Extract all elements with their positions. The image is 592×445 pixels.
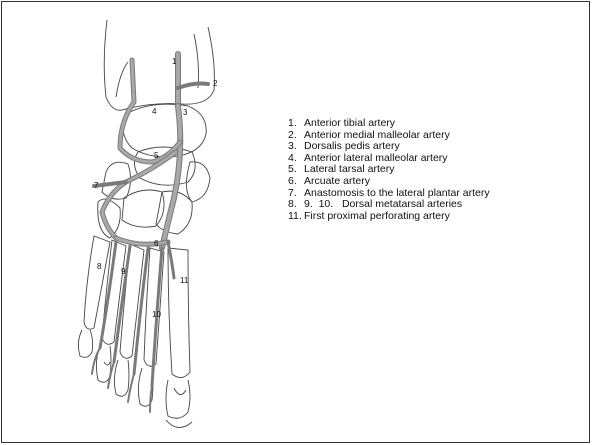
anterior-medial-malleolar-artery <box>178 84 208 89</box>
dorsal-metatarsal-artery-9 <box>114 246 130 362</box>
label-5: 5 <box>154 151 159 160</box>
foot-bones <box>78 20 214 428</box>
dorsal-metatarsal-artery-8 <box>100 242 116 348</box>
label-3: 3 <box>183 108 188 117</box>
artery-legend: 1.Anterior tibial artery 2.Anterior medi… <box>288 118 490 222</box>
label-10: 10 <box>152 310 161 319</box>
label-4: 4 <box>152 107 157 116</box>
label-8: 8 <box>97 262 102 271</box>
figure-labels: 1 2 3 4 5 6 7 8 9 10 11 <box>94 57 218 319</box>
first-proximal-perforating-artery <box>168 242 174 278</box>
label-11: 11 <box>180 276 189 285</box>
label-1: 1 <box>172 57 177 66</box>
foot-artery-illustration: 1 2 3 4 5 6 7 8 9 10 11 <box>2 2 262 442</box>
label-2: 2 <box>213 79 218 88</box>
label-7: 7 <box>94 181 99 190</box>
arteries <box>92 54 208 412</box>
legend-item: 11.First proximal perforating artery <box>288 211 490 223</box>
label-9: 9 <box>121 267 126 276</box>
label-6: 6 <box>154 239 159 248</box>
